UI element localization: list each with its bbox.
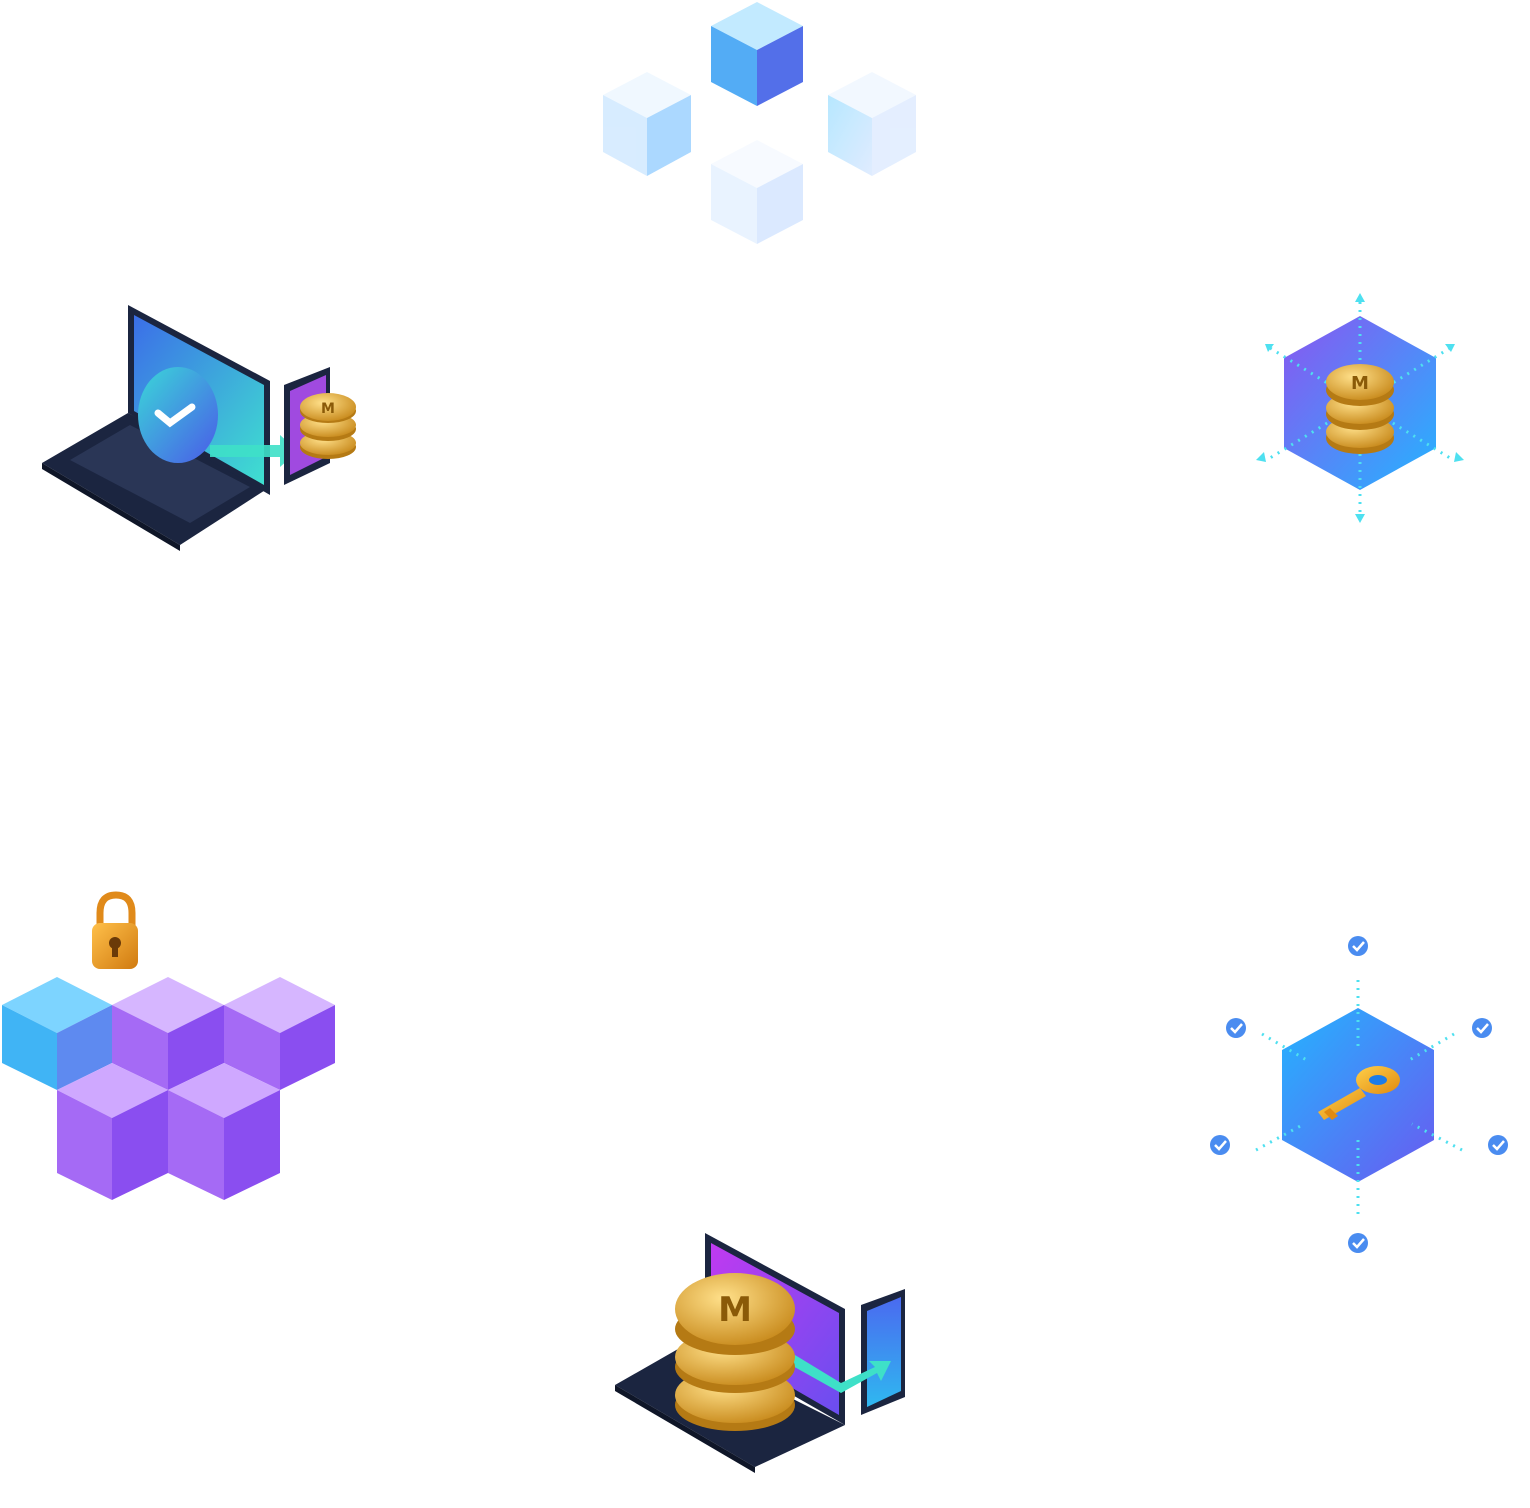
- cube-top: [711, 2, 803, 106]
- coin-logo: M: [718, 1290, 752, 1330]
- check-badge-icon: [1472, 1018, 1492, 1038]
- cube-left: [603, 72, 691, 176]
- padlock-icon: [92, 891, 138, 969]
- coin-logo: M: [321, 401, 335, 417]
- check-badge-icon: [1210, 1135, 1230, 1155]
- check-badge-icon: [1226, 1018, 1246, 1038]
- laptop-checkmark-coins-icon: M: [42, 305, 356, 551]
- check-badge-icon: [1348, 936, 1368, 956]
- key-hexagon-checks-icon: [1210, 936, 1508, 1253]
- key-icon: [1318, 1066, 1400, 1120]
- laptop-coins-phone-icon: M: [615, 1233, 905, 1473]
- check-badge-icon: [1488, 1135, 1508, 1155]
- check-badge-icon: [1348, 1233, 1368, 1253]
- blockchain-network-icon: [603, 2, 916, 244]
- hexagon-coins-distribution-icon: M: [1256, 293, 1464, 523]
- cube-bottom: [711, 140, 803, 244]
- padlock-blocks-icon: [2, 891, 335, 1200]
- coin-logo: M: [1351, 373, 1369, 394]
- cube-right: [828, 72, 916, 176]
